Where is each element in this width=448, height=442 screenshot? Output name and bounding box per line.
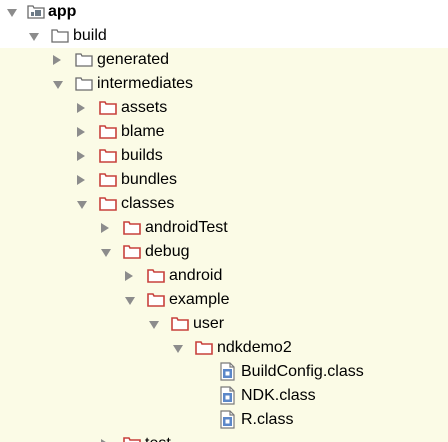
tree-node-generated[interactable]: generated [0,48,448,72]
tree-node-android[interactable]: android [0,264,448,288]
collapse-arrow-icon[interactable] [77,127,85,137]
collapse-arrow-icon[interactable] [77,103,85,113]
tree-node-app[interactable]: app [0,0,448,24]
tree-node-label: user [193,315,225,332]
tree-node-bundles[interactable]: bundles [0,168,448,192]
tree-node-ndk-class[interactable]: NDK.class [0,384,448,408]
excluded-folder-icon [99,149,117,163]
tree-node-user[interactable]: user [0,312,448,336]
tree-node-label: build [73,27,107,44]
tree-node-label: test [145,434,171,442]
excluded-folder-icon [99,197,117,211]
tree-node-assets[interactable]: assets [0,96,448,120]
collapse-arrow-icon[interactable] [53,55,61,65]
tree-node-label: example [169,291,230,308]
expand-arrow-icon[interactable] [149,321,159,329]
tree-node-classes[interactable]: classes [0,192,448,216]
excluded-folder-icon [123,221,141,235]
tree-node-label: BuildConfig.class [241,363,364,380]
tree-node-ndkdemo2[interactable]: ndkdemo2 [0,336,448,360]
tree-node-label: assets [121,99,168,116]
tree-node-label: R.class [241,411,294,428]
tree-node-test[interactable]: test [0,432,448,442]
expand-arrow-icon[interactable] [125,297,135,305]
class-file-icon [220,362,235,381]
excluded-folder-icon [171,317,189,331]
folder-icon [75,77,93,91]
tree-node-intermediates[interactable]: intermediates [0,72,448,96]
excluded-folder-icon [99,125,117,139]
tree-node-label: blame [121,123,165,140]
tree-node-label: generated [97,51,170,68]
tree-node-example[interactable]: example [0,288,448,312]
excluded-folder-icon [99,173,117,187]
excluded-folder-icon [123,245,141,259]
expand-arrow-icon[interactable] [77,201,87,209]
tree-node-build[interactable]: build [0,24,448,48]
collapse-arrow-icon[interactable] [101,223,109,233]
tree-node-label: intermediates [97,75,194,92]
tree-node-label: ndkdemo2 [217,339,292,356]
folder-icon [51,29,69,43]
tree-node-r-class[interactable]: R.class [0,408,448,432]
excluded-folder-icon [147,269,165,283]
expand-arrow-icon[interactable] [53,81,63,89]
tree-node-label: android [169,267,223,284]
excluded-folder-icon [195,341,213,355]
tree-node-androidtest[interactable]: androidTest [0,216,448,240]
tree-node-blame[interactable]: blame [0,120,448,144]
excluded-folder-icon [99,101,117,115]
collapse-arrow-icon[interactable] [77,151,85,161]
collapse-arrow-icon[interactable] [101,439,109,442]
tree-node-label: debug [145,243,190,260]
class-file-icon [220,410,235,429]
tree-node-label: NDK.class [241,387,316,404]
tree-node-buildconfig-class[interactable]: BuildConfig.class [0,360,448,384]
tree-node-label: bundles [121,171,178,188]
expand-arrow-icon[interactable] [7,9,17,17]
folder-icon [75,53,93,67]
class-file-icon [220,386,235,405]
excluded-folder-icon [123,437,141,442]
tree-node-label: builds [121,147,163,164]
module-folder-icon [27,5,45,19]
tree-node-builds[interactable]: builds [0,144,448,168]
expand-arrow-icon[interactable] [29,33,39,41]
tree-node-label: app [48,3,77,20]
tree-node-label: classes [121,195,175,212]
expand-arrow-icon[interactable] [173,345,183,353]
expand-arrow-icon[interactable] [101,249,111,257]
tree-node-label: androidTest [145,219,228,236]
collapse-arrow-icon[interactable] [125,271,133,281]
collapse-arrow-icon[interactable] [77,175,85,185]
excluded-folder-icon [147,293,165,307]
tree-node-debug[interactable]: debug [0,240,448,264]
